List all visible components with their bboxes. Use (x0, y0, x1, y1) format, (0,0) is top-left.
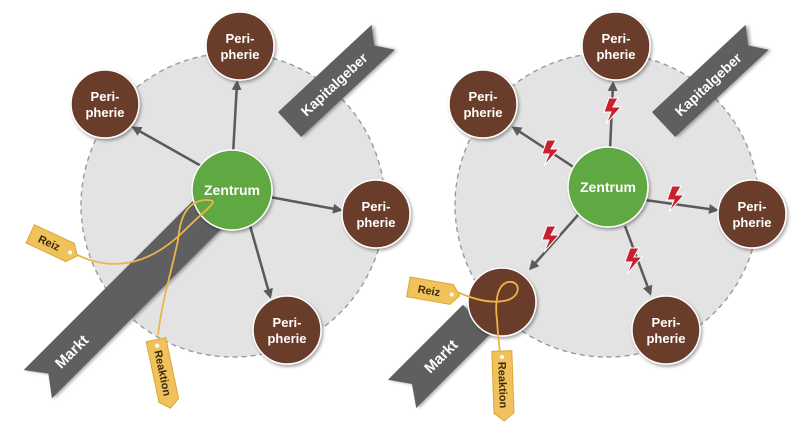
svg-text:Peri-: Peri- (91, 89, 120, 104)
svg-text:pherie: pherie (85, 105, 124, 120)
right-arrow-to-market-node (529, 214, 579, 271)
lightning-icon (541, 225, 561, 253)
left-diagram: Kapitalgeber Markt Peri- pherie Peri- ph… (23, 11, 411, 409)
svg-text:pherie: pherie (220, 47, 259, 62)
svg-text:pherie: pherie (646, 331, 685, 346)
svg-text:pherie: pherie (463, 105, 502, 120)
right-reaction-tag: Reaktion (491, 350, 515, 422)
right-periphery-node-2: Peri- pherie (581, 11, 651, 81)
svg-text:Peri-: Peri- (738, 199, 767, 214)
right-periphery-node-4: Peri- pherie (631, 295, 701, 365)
left-periphery-node-4: Peri- pherie (252, 295, 322, 365)
left-periphery-node-1: Peri- pherie (70, 69, 140, 139)
right-arrow-to-periphery-3 (644, 198, 719, 214)
right-conflict-icons (541, 97, 686, 275)
svg-text:pherie: pherie (356, 215, 395, 230)
left-arrow-to-periphery-1 (131, 126, 204, 169)
left-stimulus-reaction-string (67, 199, 214, 336)
svg-text:Peri-: Peri- (469, 89, 498, 104)
left-center-node: Zentrum (191, 149, 273, 231)
svg-text:Peri-: Peri- (652, 315, 681, 330)
right-diagram: Kapitalgeber Markt Peri- pherie Peri- ph… (387, 11, 787, 422)
lightning-icon (541, 139, 561, 167)
left-periphery-node-2: Peri- pherie (205, 11, 275, 81)
left-stimulus-tag: Reiz (25, 224, 78, 263)
left-reaction-tag: Reaktion (145, 337, 180, 409)
left-periphery-node-3: Peri- pherie (341, 179, 411, 249)
right-stimulus-tag: Reiz (406, 276, 461, 305)
svg-text:pherie: pherie (267, 331, 306, 346)
right-periphery-node-1: Peri- pherie (448, 69, 518, 139)
right-stimulus-label: Reiz (417, 284, 442, 300)
svg-text:Peri-: Peri- (273, 315, 302, 330)
svg-text:Zentrum: Zentrum (580, 179, 636, 195)
right-market-banner: Markt (387, 304, 492, 409)
left-arrow-to-periphery-3 (269, 195, 343, 214)
right-periphery-node-3: Peri- pherie (717, 179, 787, 249)
right-center-node: Zentrum (567, 146, 649, 228)
right-stimulus-reaction-string (454, 281, 519, 353)
svg-text:pherie: pherie (732, 215, 771, 230)
left-arrow-to-periphery-4 (247, 221, 273, 299)
left-arrow-to-periphery-2 (231, 80, 242, 156)
svg-text:Peri-: Peri- (362, 199, 391, 214)
lightning-icon (624, 247, 644, 275)
lightning-icon (603, 97, 623, 125)
lightning-icon (666, 185, 686, 213)
svg-text:pherie: pherie (596, 47, 635, 62)
svg-text:Zentrum: Zentrum (204, 182, 260, 198)
right-reaction-label: Reaktion (495, 362, 509, 409)
svg-text:Peri-: Peri- (226, 31, 255, 46)
svg-text:Peri-: Peri- (602, 31, 631, 46)
